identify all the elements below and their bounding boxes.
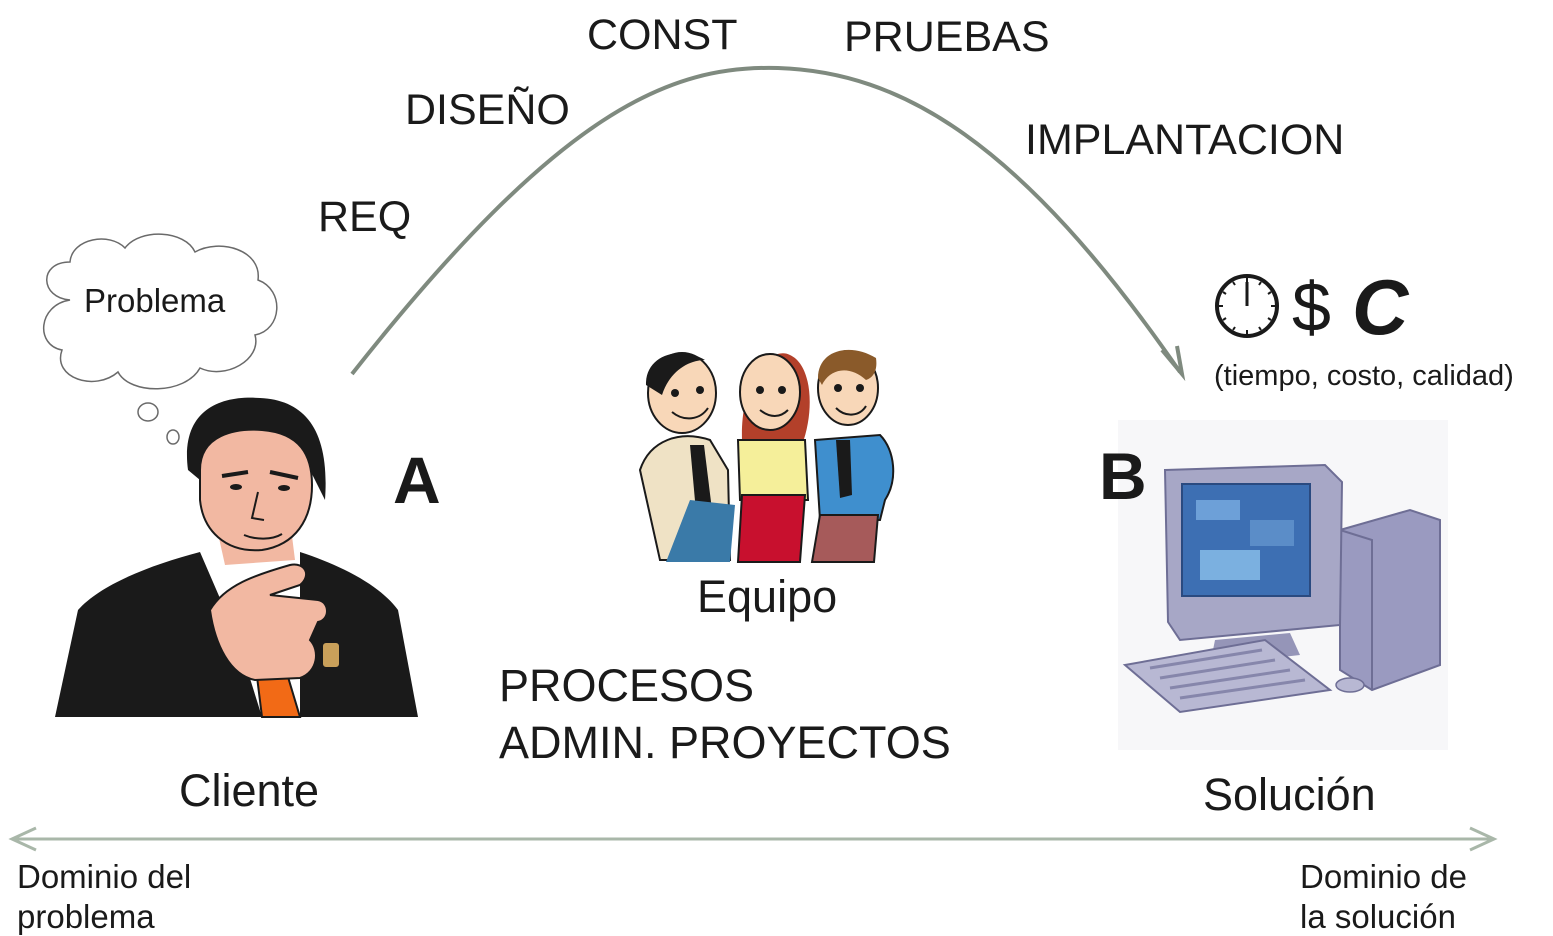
point-b-label: B (1099, 439, 1147, 513)
domain-axis-left-arrow (8, 826, 37, 852)
client-illustration (55, 397, 418, 718)
phase-pruebas: PRUEBAS (844, 13, 1050, 61)
solution-label: Solución (1203, 769, 1376, 820)
problem-domain-line-2: problema (17, 897, 155, 935)
point-a-label: A (393, 443, 441, 517)
dollar-sign: $ (1292, 268, 1331, 346)
lifecycle-arc (350, 65, 1182, 376)
phase-diseno: DISEÑO (405, 86, 570, 134)
team-label: Equipo (697, 571, 838, 622)
solution-domain-line-1: Dominio de (1300, 858, 1467, 895)
problem-domain-label: Dominio del problema (17, 857, 191, 936)
client-label: Cliente (179, 765, 320, 816)
phase-req: REQ (318, 193, 412, 241)
thought-bubble-text: Problema (84, 282, 226, 319)
process-line-2: ADMIN. PROYECTOS (499, 717, 951, 768)
quality-letter: C (1352, 263, 1409, 351)
phase-implantacion: IMPLANTACION (1025, 116, 1345, 164)
solution-domain-label: Dominio de la solución (1300, 857, 1467, 936)
domain-axis-right-arrow (1469, 826, 1498, 852)
metrics-caption: (tiempo, costo, calidad) (1214, 360, 1514, 392)
process-line-1: PROCESOS (499, 660, 755, 711)
problem-domain-line-1: Dominio del (17, 858, 192, 895)
phase-const: CONST (587, 11, 738, 59)
clock-icon (1215, 274, 1279, 338)
team-illustration (638, 349, 895, 563)
lifecycle-arrowhead (1160, 345, 1186, 382)
solution-domain-line-2: la solución (1300, 897, 1456, 935)
computer-illustration (1118, 420, 1448, 750)
